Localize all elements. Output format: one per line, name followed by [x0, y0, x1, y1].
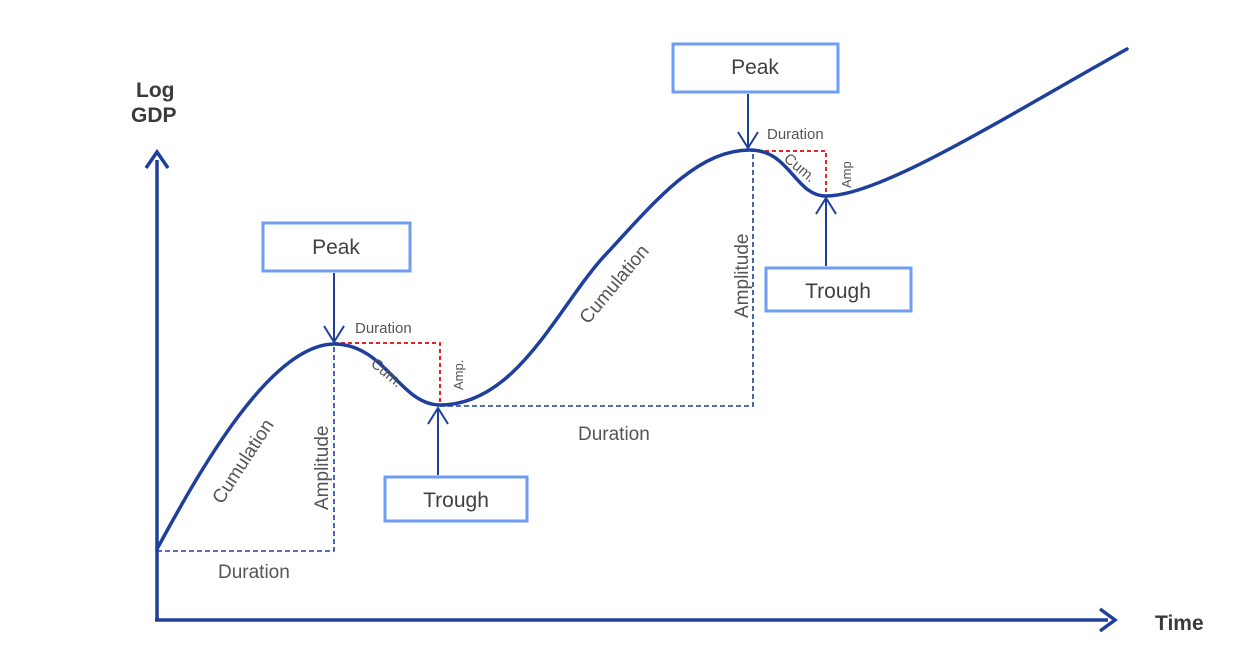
x-axis-arrowhead [1098, 607, 1118, 633]
trough-box-2 [764, 266, 913, 313]
y-axis-label-line2: GDP [131, 104, 177, 127]
x-axis-label: Time [1155, 612, 1204, 635]
trough-pointer-1-head [427, 406, 449, 425]
duration-guide-1 [157, 345, 335, 552]
cumulation-label-1: Cumulation [209, 416, 279, 508]
duration-small-label-2: Duration [767, 126, 824, 143]
amplitude-label-2: Amplitude [732, 234, 753, 319]
small-cycle-guide-2 [751, 150, 827, 196]
peak-pointer-1-head [323, 325, 345, 344]
gdp-curve [155, 47, 1129, 551]
peak-box-2 [671, 42, 840, 94]
duration-label-1: Duration [218, 562, 290, 583]
peak-pointer-2-head [737, 131, 759, 150]
trough-label-2: Trough [805, 280, 871, 303]
peak-box-1 [261, 221, 412, 273]
y-axis-arrowhead [144, 148, 170, 169]
trough-box-1 [383, 475, 529, 523]
trough-pointer-2-head [815, 196, 837, 215]
duration-small-label-1: Duration [355, 320, 412, 337]
peak-label-2: Peak [731, 56, 779, 79]
peak-label-1: Peak [312, 236, 360, 259]
duration-label-2: Duration [578, 424, 650, 445]
y-axis-label-line1: Log [136, 79, 174, 102]
duration-guide-2 [440, 150, 754, 407]
amplitude-label-1: Amplitude [312, 426, 333, 511]
amp-small-label-1: Amp. [451, 360, 466, 390]
cumulation-label-2: Cumulation [576, 241, 654, 328]
amp-small-label-2: Amp [839, 161, 854, 188]
trough-label-1: Trough [423, 489, 489, 512]
small-cycle-guide-1 [334, 342, 441, 404]
